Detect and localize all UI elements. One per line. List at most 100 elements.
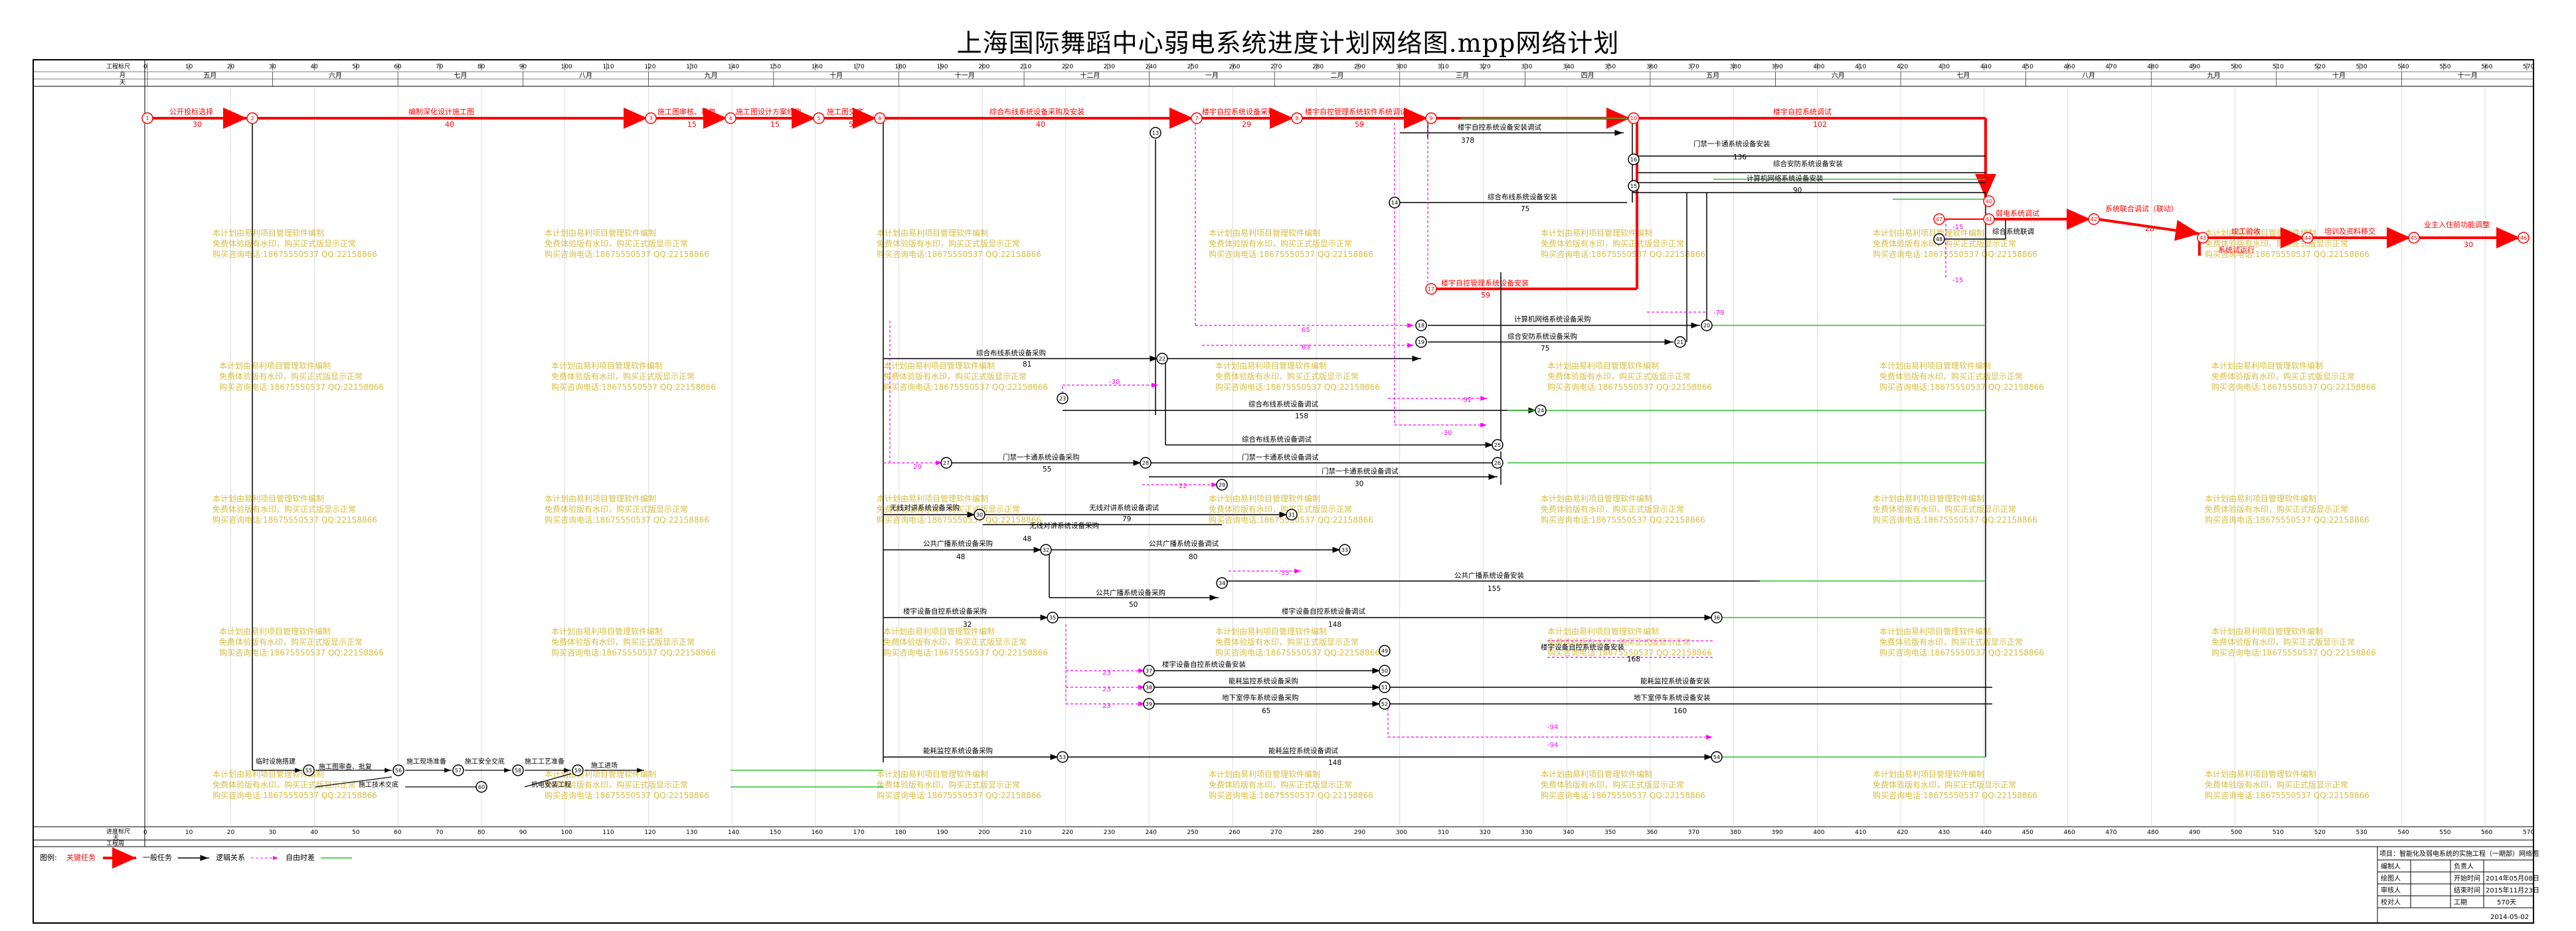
watermark-text: 本计划由易利项目管理软件编制: [545, 493, 656, 503]
watermark-text: 免费体验版有水印，购买正式版显示正常: [2211, 637, 2355, 647]
float-value: 20: [913, 464, 922, 471]
bottom-tick: 390: [1772, 829, 1783, 836]
task-label: 楼宇设备自控系统设备采购: [903, 607, 987, 616]
task-duration: 79: [1122, 515, 1131, 523]
network-node: 31: [1286, 509, 1298, 521]
task-label: 施工技术交底: [359, 780, 398, 789]
task-label: 计算机网络系统设备安装: [1747, 174, 1824, 183]
bottom-tick: 250: [1187, 829, 1198, 836]
scale-tick: 440: [1980, 64, 1992, 70]
bottom-tick: 550: [2439, 829, 2450, 836]
task-label: 能耗监控系统设备采购: [923, 746, 993, 755]
scale-tick: 170: [853, 64, 865, 70]
task-label: 门禁一卡通系统设备安装: [1693, 139, 1770, 148]
watermark-text: 本计划由易利项目管理软件编制: [1209, 228, 1320, 238]
bottom-tick: 220: [1062, 829, 1073, 836]
title-block-date: 2014-05-02: [2490, 914, 2529, 921]
task-label: 楼宇设备自控系统设备安装: [1162, 660, 1246, 669]
task-duration: 59: [1481, 291, 1490, 299]
task-duration: 148: [1328, 759, 1341, 767]
watermark-text: 免费体验版有水印，购买正式版显示正常: [1541, 238, 1684, 248]
task-label: 计算机网络系统设备采购: [1514, 315, 1591, 323]
watermark-text: 购买咨询电话:18675550537 QQ:22158866: [1215, 382, 1380, 392]
watermark-text: 购买咨询电话:18675550537 QQ:22158866: [1541, 790, 1705, 800]
watermark-text: 免费体验版有水印，购买正式版显示正常: [1873, 238, 2016, 248]
task-duration: 40: [1036, 120, 1045, 129]
bottom-tick: 210: [1020, 829, 1031, 836]
network-node: 9: [1425, 112, 1437, 124]
title-block-start: 2014年05月08日: [2486, 874, 2539, 883]
month-labels: 五月六月七月八月九月十月十一月十二月一月二月三月四月五月六月七月八月九月十月十一…: [147, 71, 2478, 86]
network-node: 32: [1040, 544, 1052, 556]
bottom-tick: 190: [936, 829, 948, 836]
network-node: 13: [1150, 127, 1161, 139]
bottom-tick: 160: [812, 829, 823, 836]
month-label: 十二月: [1080, 71, 1100, 80]
watermark-text: 购买咨询电话:18675550537 QQ:22158866: [1547, 382, 1712, 392]
bottom-tick: 340: [1563, 829, 1574, 836]
watermark-text: 本计划由易利项目管理软件编制: [2205, 228, 2316, 238]
svg-text:6: 6: [878, 116, 881, 122]
task-label: 综合布线系统设备调试: [1242, 435, 1312, 444]
legend: 图例: 关键任务 一般任务 逻辑关系 自由时差: [40, 847, 352, 869]
bottom-tick: 260: [1229, 829, 1240, 836]
scale-workday-label: 工程标尺: [106, 62, 130, 70]
title-block-author: 编制人: [2381, 862, 2401, 871]
network-node: 6: [874, 112, 886, 124]
month-label: 七月: [1956, 72, 1970, 80]
network-node: 23: [1057, 392, 1069, 404]
task-label: 培训及资料移交: [2324, 226, 2375, 236]
task-duration: 155: [1488, 585, 1501, 593]
task-label: 施工进场: [591, 761, 618, 770]
task-duration: 378: [1461, 137, 1474, 145]
network-node: 60: [475, 781, 487, 793]
network-node: 56: [392, 764, 404, 776]
title-block-start-label: 开始时间: [2454, 874, 2480, 883]
scale-tick: 340: [1563, 64, 1574, 70]
svg-text:50: 50: [1381, 668, 1388, 674]
watermark-text: 免费体验版有水印，购买正式版显示正常: [1541, 780, 1684, 790]
bottom-tick: 480: [2147, 829, 2158, 836]
watermark-text: 免费体验版有水印，购买正式版显示正常: [545, 504, 688, 514]
task-label: 能耗监控系统设备安装: [1640, 677, 1710, 685]
bottom-tick: 560: [2481, 829, 2492, 836]
task-duration: 148: [1328, 621, 1341, 629]
bottom-tick: 530: [2356, 829, 2367, 836]
watermark-text: 本计划由易利项目管理软件编制: [1209, 493, 1320, 503]
scale-tick: 210: [1020, 64, 1031, 70]
network-node: 8: [1291, 112, 1303, 124]
bottom-tick: 140: [728, 829, 739, 836]
network-node: 36: [1711, 612, 1723, 624]
float-value: -94: [1547, 724, 1558, 731]
watermark-text: 免费体验版有水印，购买正式版显示正常: [1541, 504, 1684, 514]
task-duration: 75: [1521, 205, 1529, 213]
task-label: 施工现场准备: [406, 757, 446, 766]
network-node: 30: [974, 509, 986, 521]
svg-text:4: 4: [729, 116, 732, 122]
network-node: 19: [1415, 336, 1427, 348]
watermark-text: 本计划由易利项目管理软件编制: [877, 493, 988, 503]
network-node: 4: [725, 112, 736, 124]
task-duration: 30: [193, 120, 202, 129]
watermark-text: 购买咨询电话:18675550537 QQ:22158866: [545, 515, 709, 525]
diagram-frame: [33, 59, 2534, 924]
grid-lines: [147, 86, 2486, 827]
svg-text:3: 3: [649, 116, 652, 122]
scale-tick: 230: [1104, 64, 1115, 70]
svg-text:48: 48: [1936, 236, 1942, 242]
watermark-text: 免费体验版有水印，购买正式版显示正常: [213, 238, 356, 248]
watermark-text: 本计划由易利项目管理软件编制: [1873, 493, 1984, 503]
bottom-tick: 180: [895, 829, 906, 836]
watermark-text: 购买咨询电话:18675550537 QQ:22158866: [877, 790, 1041, 800]
task-label: 公开投标选择: [169, 107, 213, 116]
task-label: 施工工艺准备: [525, 757, 564, 766]
bottom-tick: 450: [2022, 829, 2033, 836]
svg-text:30: 30: [976, 512, 983, 518]
watermark-text: 免费体验版有水印，购买正式版显示正常: [1873, 504, 2016, 514]
network-node: 27: [940, 457, 952, 469]
network-node: 51: [1379, 681, 1391, 693]
svg-text:57: 57: [455, 768, 462, 774]
svg-text:46: 46: [2520, 235, 2527, 241]
svg-text:29: 29: [1219, 482, 1225, 488]
watermark-text: 购买咨询电话:18675550537 QQ:22158866: [1541, 249, 1705, 259]
